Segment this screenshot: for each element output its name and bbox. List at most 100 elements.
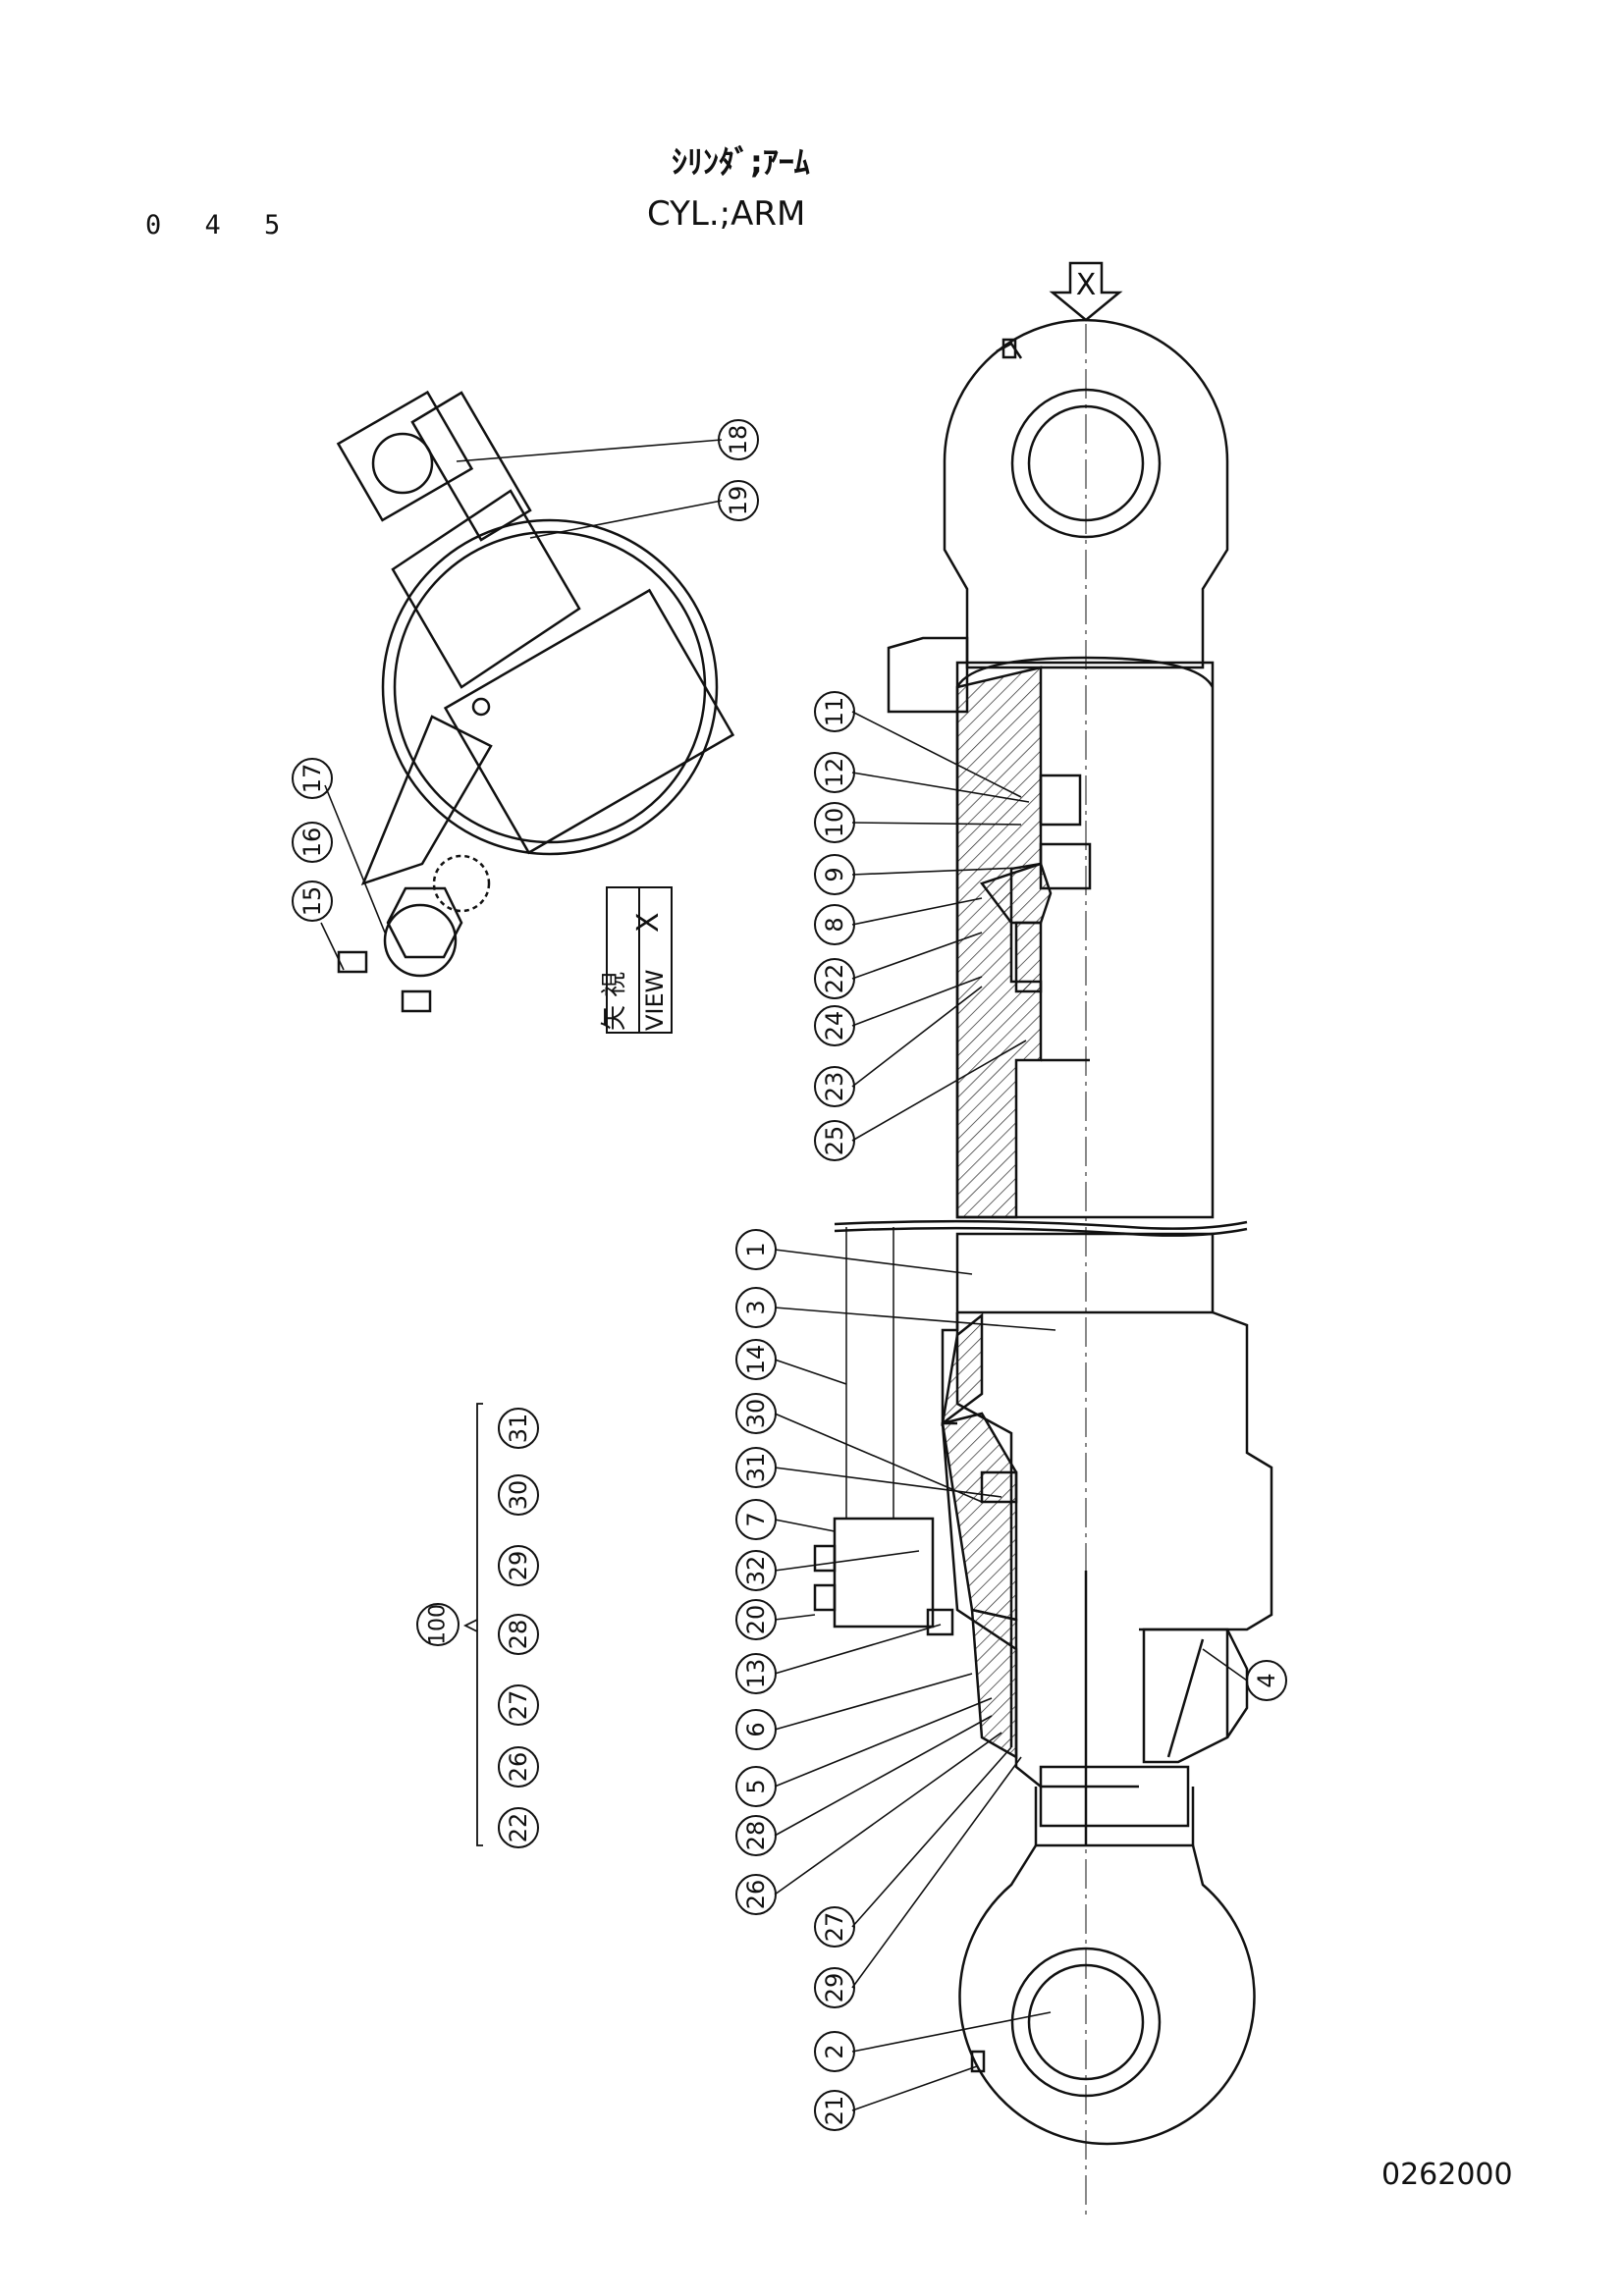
- svg-text:18: 18: [725, 425, 752, 455]
- kit-part-22: 22: [498, 1807, 539, 1848]
- cylinder-tube: [955, 656, 1215, 1219]
- svg-text:10: 10: [821, 808, 848, 838]
- callout-11: 11: [814, 691, 855, 732]
- callout-12: 12: [814, 752, 855, 793]
- svg-text:7: 7: [742, 1512, 770, 1526]
- svg-text:22: 22: [821, 964, 848, 994]
- svg-text:28: 28: [505, 1620, 532, 1650]
- callout-16: 16: [292, 822, 333, 863]
- svg-text:28: 28: [742, 1821, 770, 1851]
- view-arrow-marker: X: [1049, 261, 1123, 322]
- callout-25: 25: [814, 1120, 855, 1161]
- callout-14: 14: [735, 1339, 777, 1380]
- svg-text:16: 16: [298, 828, 326, 858]
- callout-26: 26: [735, 1874, 777, 1915]
- callout-13: 13: [735, 1653, 777, 1694]
- title-english: CYL.;ARM: [647, 194, 806, 234]
- svg-text:4: 4: [1253, 1673, 1280, 1687]
- kit-part-28: 28: [498, 1614, 539, 1655]
- svg-text:14: 14: [742, 1345, 770, 1375]
- callout-6: 6: [735, 1709, 777, 1750]
- rod-eye: [958, 1844, 1256, 2146]
- svg-text:11: 11: [821, 697, 848, 727]
- callout-5: 5: [735, 1766, 777, 1807]
- page-number: 0 4 5: [145, 210, 295, 240]
- view-arrow-letter: X: [1076, 268, 1097, 302]
- view-label-jp: 矢 視: [600, 972, 629, 1031]
- svg-text:30: 30: [742, 1399, 770, 1429]
- title-japanese: ｼﾘﾝﾀﾞ;ｱｰﾑ: [672, 143, 810, 181]
- svg-text:12: 12: [821, 758, 848, 788]
- svg-text:13: 13: [742, 1659, 770, 1689]
- view-label-letter: X: [631, 912, 666, 933]
- callout-8: 8: [814, 904, 855, 945]
- callout-22: 22: [814, 958, 855, 999]
- callout-10: 10: [814, 802, 855, 843]
- kit-part-27: 27: [498, 1684, 539, 1726]
- svg-text:6: 6: [742, 1722, 770, 1736]
- svg-text:23: 23: [821, 1072, 848, 1102]
- svg-text:27: 27: [821, 1912, 848, 1943]
- callout-31: 31: [735, 1447, 777, 1488]
- callout-19: 19: [718, 480, 759, 521]
- view-label-en: VIEW: [641, 970, 669, 1031]
- callout-15: 15: [292, 881, 333, 922]
- svg-text:32: 32: [742, 1556, 770, 1586]
- callout-9: 9: [814, 854, 855, 895]
- view-x-label: 矢 視 VIEW X: [600, 886, 673, 1034]
- callout-7: 7: [735, 1499, 777, 1540]
- svg-text:31: 31: [742, 1453, 770, 1483]
- svg-text:8: 8: [821, 917, 848, 932]
- svg-text:5: 5: [742, 1779, 770, 1793]
- svg-text:17: 17: [298, 764, 326, 794]
- callout-18: 18: [718, 419, 759, 460]
- drawing-number: 0262000: [1381, 2158, 1513, 2192]
- cylinder-head: [926, 1232, 1273, 1847]
- svg-text:9: 9: [821, 867, 848, 881]
- callout-30: 30: [735, 1393, 777, 1434]
- svg-text:24: 24: [821, 1011, 848, 1041]
- svg-text:21: 21: [821, 2096, 848, 2126]
- side-block: [813, 1517, 935, 1629]
- svg-text:31: 31: [505, 1414, 532, 1444]
- callout-2: 2: [814, 2031, 855, 2072]
- svg-text:27: 27: [505, 1690, 532, 1721]
- callout-17: 17: [292, 758, 333, 799]
- svg-text:2: 2: [821, 2044, 848, 2058]
- svg-text:26: 26: [505, 1752, 532, 1783]
- view-x-detail: [336, 390, 735, 1013]
- svg-text:26: 26: [742, 1880, 770, 1910]
- svg-text:15: 15: [298, 886, 326, 917]
- callout-21: 21: [814, 2090, 855, 2131]
- kit-bracket: [462, 1403, 483, 1846]
- break-line-1: [834, 1219, 1248, 1230]
- callout-4: 4: [1246, 1660, 1287, 1701]
- callout-kit-100: 100: [416, 1603, 460, 1646]
- svg-text:1: 1: [742, 1242, 770, 1256]
- callouts: 18 19 15 16 17 11 12 10 9 8 22 24 23 25 …: [292, 419, 1287, 2131]
- callout-20: 20: [735, 1599, 777, 1640]
- callout-29: 29: [814, 1967, 855, 2008]
- callout-1: 1: [735, 1229, 777, 1270]
- svg-text:20: 20: [742, 1605, 770, 1635]
- svg-text:3: 3: [742, 1300, 770, 1314]
- svg-text:22: 22: [505, 1813, 532, 1843]
- kit-part-29: 29: [498, 1545, 539, 1586]
- cylinder-bottom-clevis: [887, 318, 1229, 714]
- callout-23: 23: [814, 1066, 855, 1107]
- svg-text:29: 29: [505, 1551, 532, 1581]
- svg-text:19: 19: [725, 486, 752, 516]
- callout-32: 32: [735, 1550, 777, 1591]
- kit-part-31: 31: [498, 1408, 539, 1449]
- callout-3: 3: [735, 1287, 777, 1328]
- callout-24: 24: [814, 1005, 855, 1046]
- svg-text:30: 30: [505, 1480, 532, 1511]
- leader-lines: [320, 439, 1248, 2111]
- svg-text:29: 29: [821, 1973, 848, 2003]
- svg-text:25: 25: [821, 1126, 848, 1156]
- callout-27: 27: [814, 1906, 855, 1948]
- svg-text:100: 100: [426, 1604, 451, 1645]
- callout-28: 28: [735, 1815, 777, 1856]
- kit-part-30: 30: [498, 1474, 539, 1516]
